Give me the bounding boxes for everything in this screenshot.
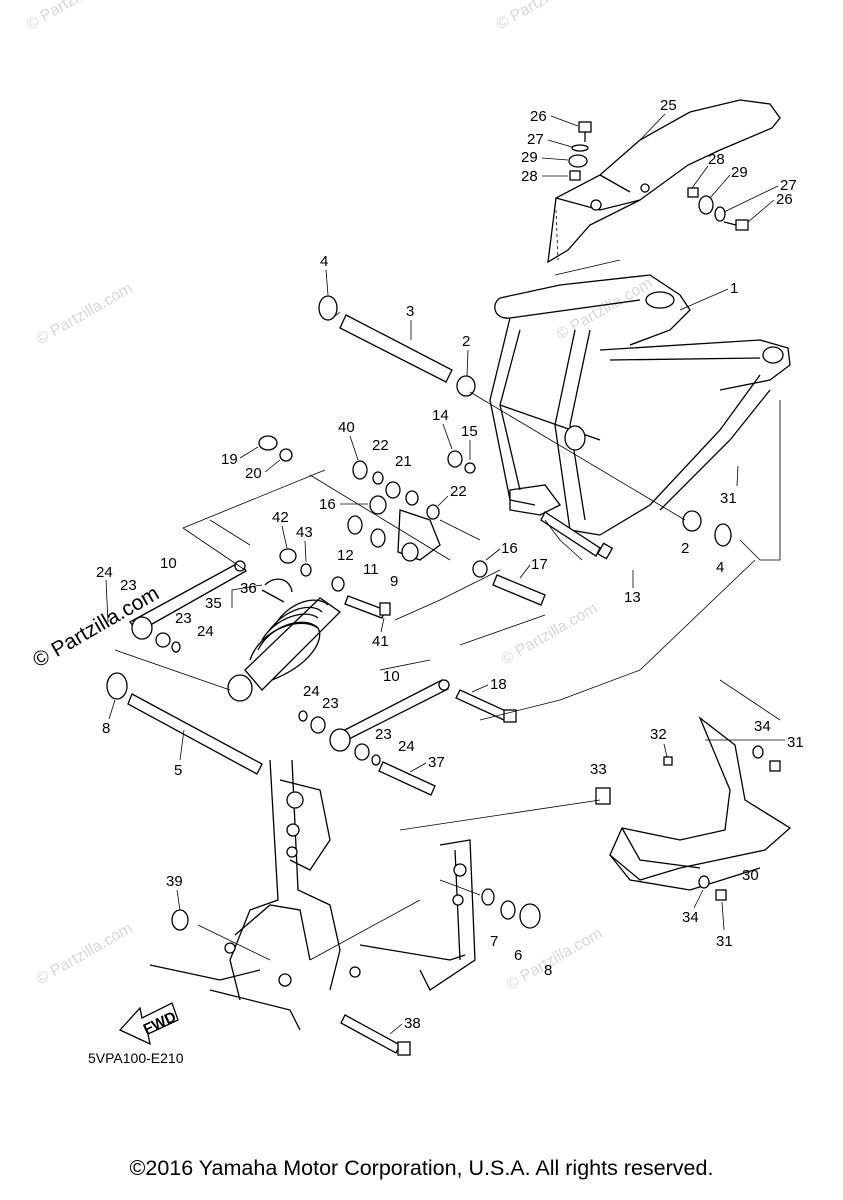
callout-7: 7 <box>490 933 498 950</box>
callout-37: 37 <box>428 754 445 771</box>
callout-18: 18 <box>490 676 507 693</box>
callout-28: 28 <box>708 151 725 168</box>
callout-26: 26 <box>776 191 793 208</box>
callout-29: 29 <box>731 164 748 181</box>
callout-22: 22 <box>372 437 389 454</box>
callout-23: 23 <box>375 726 392 743</box>
watermarks: © Partzilla.com © Partzilla.com © Partzi… <box>24 0 656 993</box>
callout-29: 29 <box>521 149 538 166</box>
callout-9: 9 <box>390 573 398 590</box>
callout-25: 25 <box>660 97 677 114</box>
callout-3: 3 <box>406 303 414 320</box>
callout-39: 39 <box>166 873 183 890</box>
callout-34: 34 <box>754 718 771 735</box>
watermark: © Partzilla.com <box>34 280 136 349</box>
callout-36: 36 <box>240 580 257 597</box>
leader-lines <box>114 311 781 961</box>
callout-10: 10 <box>383 668 400 685</box>
relay-arm <box>347 450 546 606</box>
callout-12: 12 <box>337 547 354 564</box>
callout-4: 4 <box>716 559 724 576</box>
callout-41: 41 <box>372 633 389 650</box>
callout-20: 20 <box>245 465 262 482</box>
callout-24: 24 <box>303 683 320 700</box>
under-cover <box>595 679 792 901</box>
callout-22: 22 <box>450 483 467 500</box>
swingarm-bolt <box>171 909 411 1056</box>
callout-2: 2 <box>462 333 470 350</box>
watermark: © Partzilla.com <box>494 0 596 33</box>
callout-43: 43 <box>296 524 313 541</box>
callout-30: 30 <box>742 867 759 884</box>
callout-24: 24 <box>197 623 214 640</box>
callout-16: 16 <box>501 540 518 557</box>
callout-38: 38 <box>404 1015 421 1032</box>
watermark: © Partzilla.com <box>554 275 656 344</box>
callout-23: 23 <box>175 610 192 627</box>
callout-1: 1 <box>730 280 738 297</box>
callout-11: 11 <box>363 561 379 578</box>
bolt-13 <box>540 511 614 560</box>
callout-31: 31 <box>787 734 804 751</box>
rear-frame <box>489 274 791 536</box>
callout-42: 42 <box>272 509 289 526</box>
fwd-arrow-icon: FWD <box>118 1002 179 1046</box>
callout-4: 4 <box>320 253 328 270</box>
callout-31: 31 <box>716 933 733 950</box>
callout-2: 2 <box>681 540 689 557</box>
callout-28: 28 <box>521 168 538 185</box>
callout-31: 31 <box>720 490 737 507</box>
callout-8: 8 <box>544 962 552 979</box>
callout-34: 34 <box>682 909 699 926</box>
callout-21: 21 <box>395 453 412 470</box>
callout-14: 14 <box>432 407 449 424</box>
callout-32: 32 <box>650 726 667 743</box>
callout-5: 5 <box>174 762 182 779</box>
watermark: © Partzilla.com <box>34 920 136 989</box>
callout-13: 13 <box>624 589 641 606</box>
callout-27: 27 <box>780 177 797 194</box>
callouts: 1 2 2 3 4 4 5 6 7 8 8 9 10 10 11 12 13 1… <box>96 97 804 1035</box>
callout-40: 40 <box>338 419 355 436</box>
diagram-code: 5VPA100-E210 <box>88 1050 184 1066</box>
watermark: © Partzilla.com <box>24 0 126 33</box>
callout-6: 6 <box>514 947 522 964</box>
callout-8: 8 <box>102 720 110 737</box>
callout-10: 10 <box>160 555 177 572</box>
callout-24: 24 <box>398 738 415 755</box>
relay-rods <box>129 560 517 796</box>
callout-27: 27 <box>527 131 544 148</box>
swingarm-pivot-axle <box>106 672 541 929</box>
callout-35: 35 <box>205 595 222 612</box>
swingarm <box>149 759 476 1031</box>
nuts-washers <box>258 435 312 577</box>
callout-19: 19 <box>221 451 238 468</box>
callout-17: 17 <box>531 556 548 573</box>
callout-23: 23 <box>120 577 137 594</box>
callout-26: 26 <box>530 108 547 125</box>
callout-23: 23 <box>322 695 339 712</box>
callout-33: 33 <box>590 761 607 778</box>
callout-24: 24 <box>96 564 113 581</box>
guard-fasteners <box>568 121 749 231</box>
callout-16: 16 <box>319 496 336 513</box>
watermark: © Partzilla.com <box>499 600 601 669</box>
chain-guard <box>547 99 781 276</box>
shock-absorber <box>227 576 391 702</box>
callout-15: 15 <box>461 423 478 440</box>
copyright-notice: ©2016 Yamaha Motor Corporation, U.S.A. A… <box>129 1156 714 1180</box>
pivot-shaft <box>318 295 732 547</box>
